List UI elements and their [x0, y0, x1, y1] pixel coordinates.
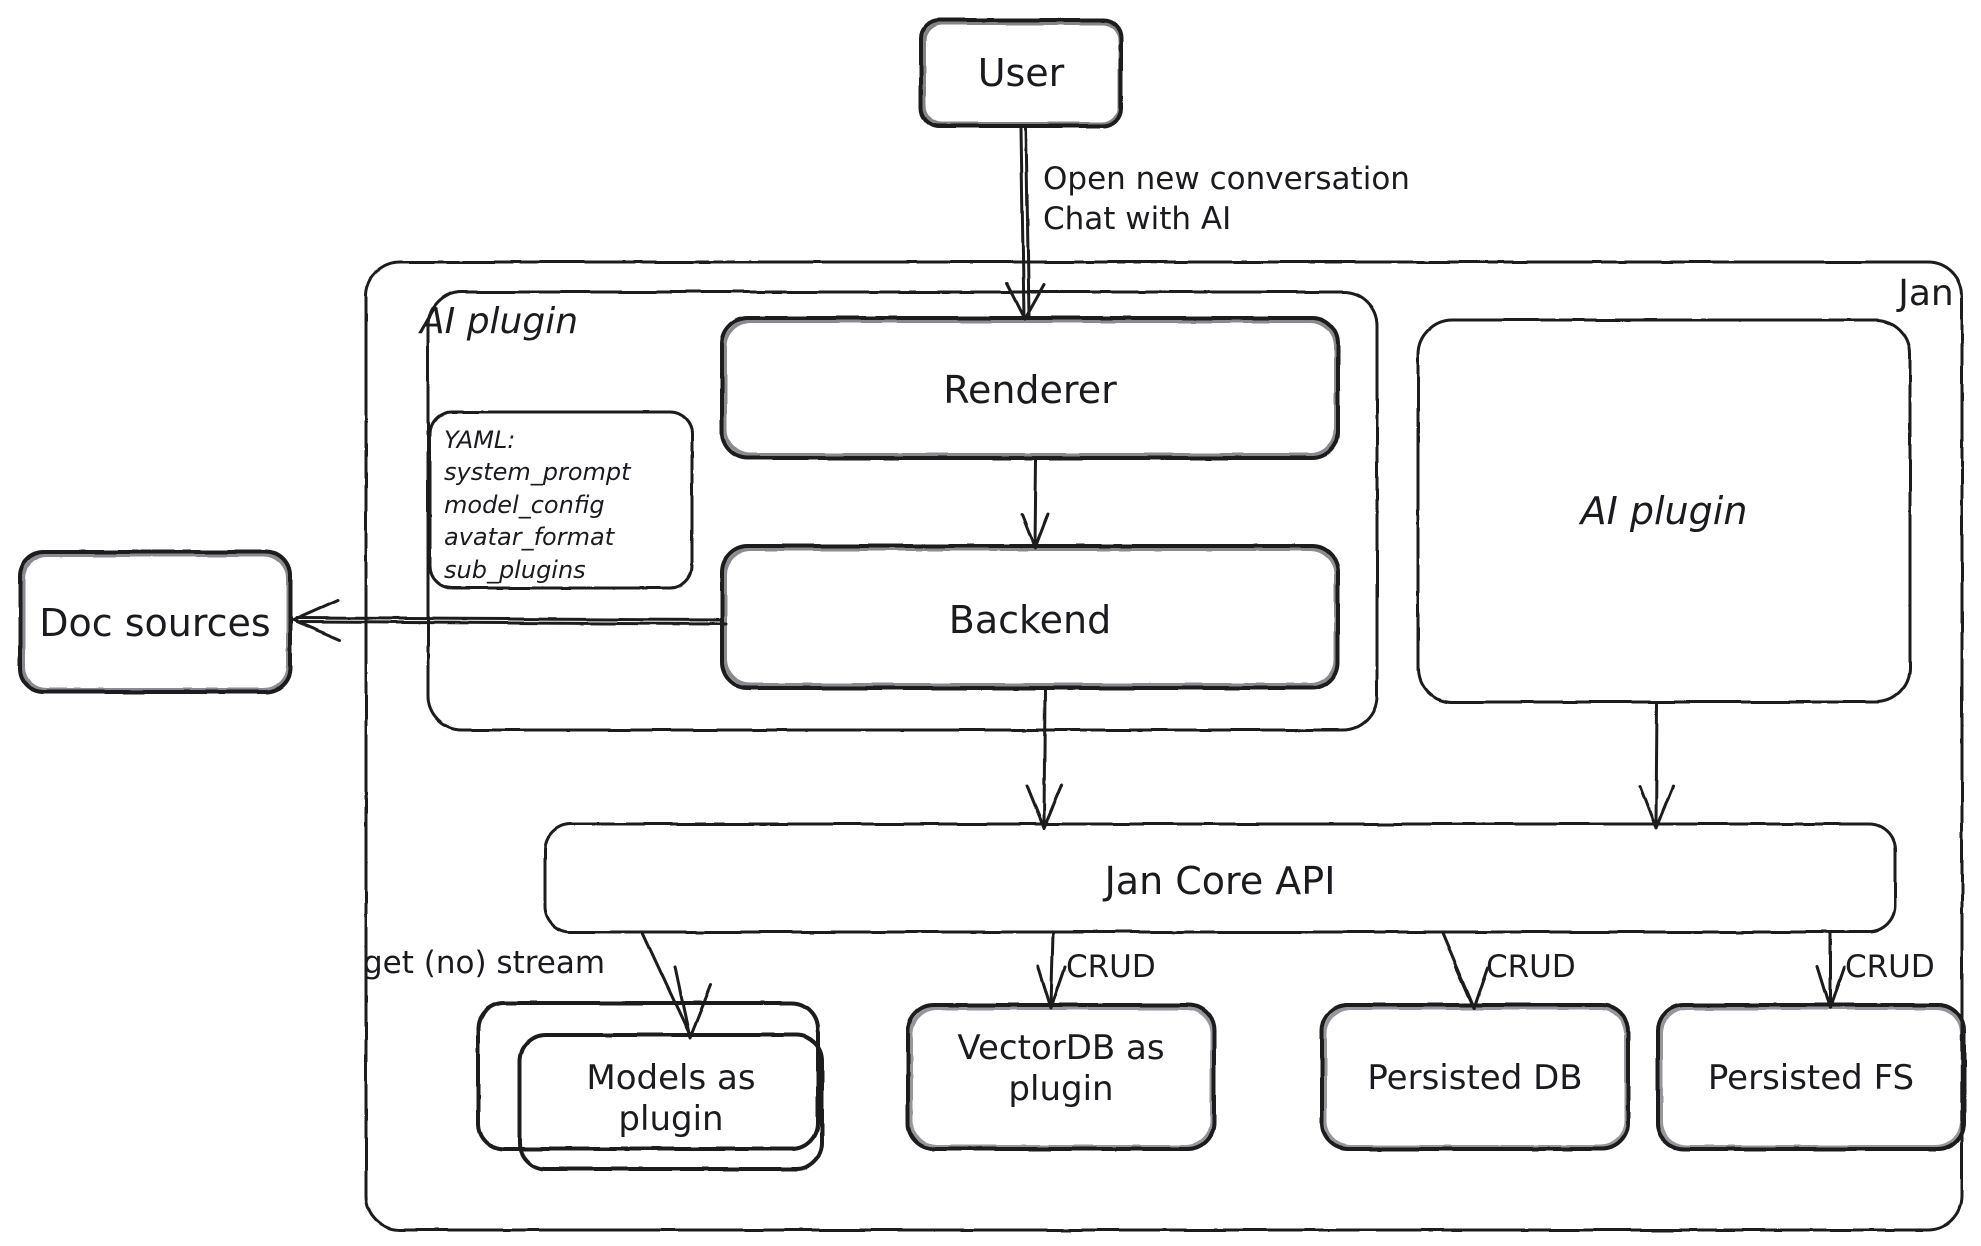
node-renderer[interactable]	[722, 318, 1338, 458]
node-persisted-db[interactable]	[1322, 1005, 1628, 1149]
node-models-as-plugin[interactable]	[478, 1003, 822, 1169]
node-jan-core-api[interactable]	[545, 824, 1895, 932]
node-doc-sources[interactable]	[20, 552, 290, 692]
node-yaml-config[interactable]	[430, 412, 692, 588]
node-ai-plugin[interactable]	[1418, 320, 1910, 702]
node-backend[interactable]	[722, 546, 1338, 688]
node-persisted-fs[interactable]	[1658, 1005, 1964, 1149]
node-user[interactable]	[921, 20, 1121, 126]
node-vectordb-as-plugin[interactable]	[908, 1005, 1214, 1149]
